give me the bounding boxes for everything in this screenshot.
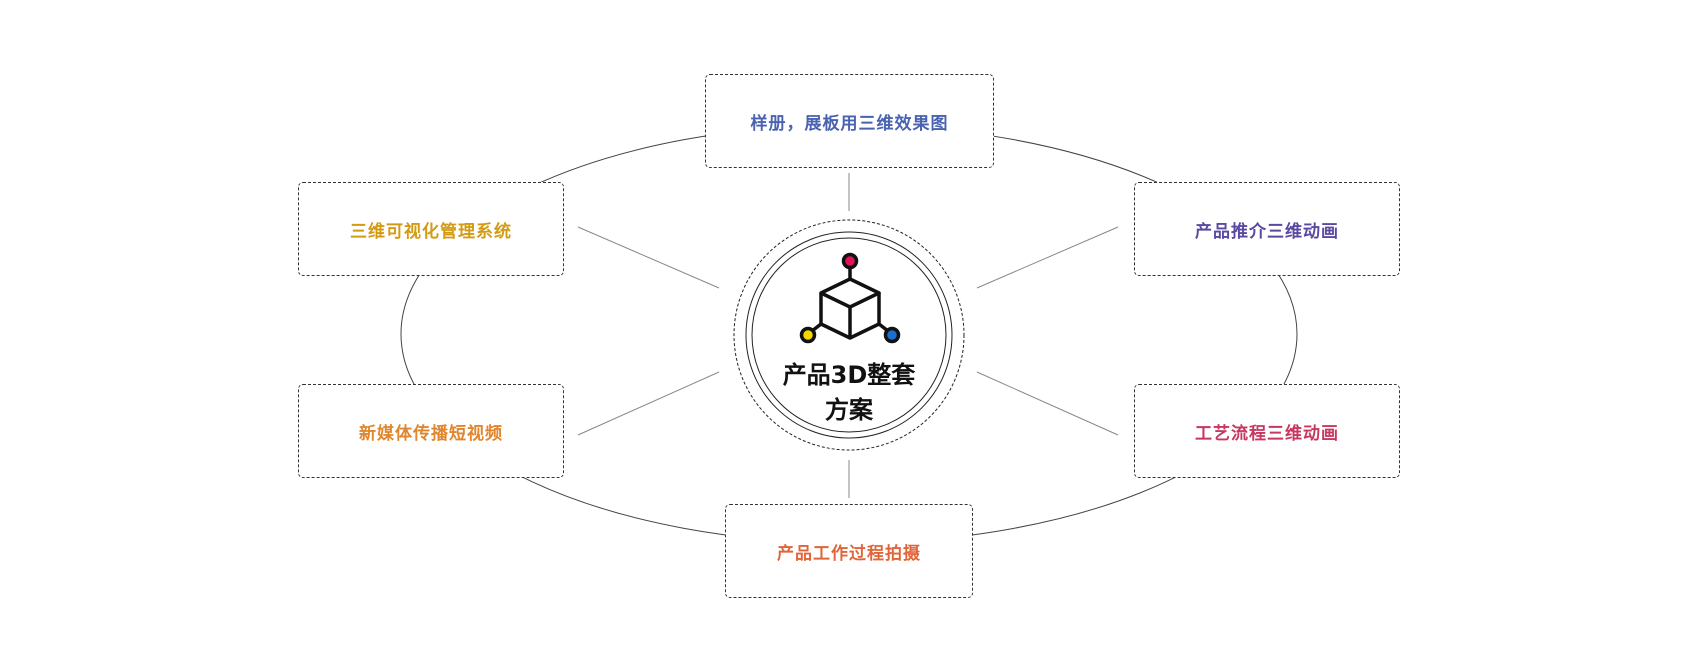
- connector-upper-right: [976, 226, 1119, 289]
- node-label: 样册，展板用三维效果图: [750, 113, 949, 134]
- center-title-line2: 方案: [825, 396, 873, 424]
- node-label: 产品推介三维动画: [1195, 221, 1339, 242]
- node-process-animation: 工艺流程三维动画: [1134, 384, 1400, 478]
- node-label: 三维可视化管理系统: [350, 221, 512, 242]
- node-product-promo-animation: 产品推介三维动画: [1134, 182, 1400, 276]
- node-new-media-video: 新媒体传播短视频: [298, 384, 564, 478]
- node-product-filming: 产品工作过程拍摄: [725, 504, 973, 598]
- cube-network-icon: [799, 252, 901, 344]
- connector-lower-left: [577, 371, 720, 436]
- node-label: 新媒体传播短视频: [359, 423, 503, 444]
- center-ring-inner: [751, 237, 947, 433]
- node-3d-visual-management: 三维可视化管理系统: [298, 182, 564, 276]
- center-title: 产品3D整套 方案: [749, 358, 949, 428]
- node-label: 工艺流程三维动画: [1195, 423, 1339, 444]
- connector-upper-left: [577, 226, 720, 289]
- center-title-line1: 产品3D整套: [782, 361, 916, 389]
- center-ring-outer: [745, 231, 953, 439]
- node-brochure-renderings: 样册，展板用三维效果图: [705, 74, 994, 168]
- connector-lower-right: [976, 371, 1119, 436]
- node-label: 产品工作过程拍摄: [777, 543, 921, 564]
